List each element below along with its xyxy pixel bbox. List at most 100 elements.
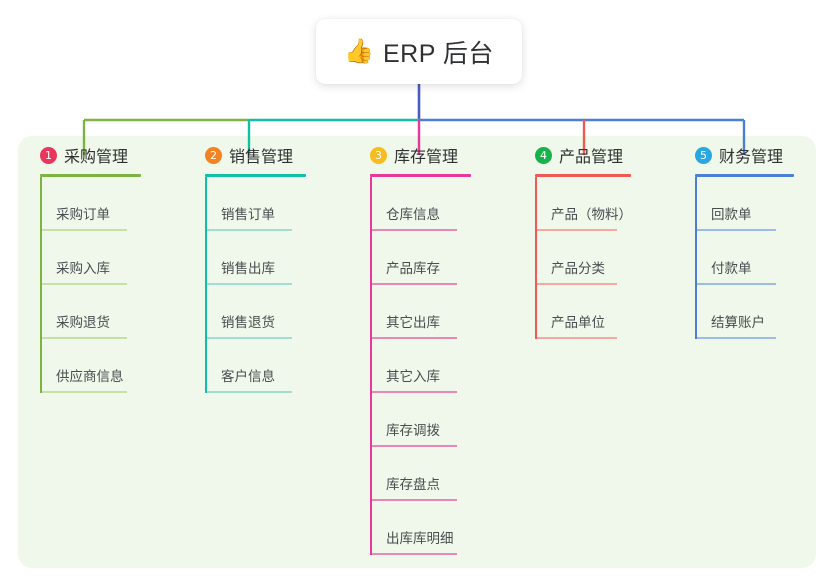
- branch-item-list-5: 回款单付款单结算账户: [695, 177, 816, 339]
- branch-item-rule: [697, 229, 776, 231]
- branch-item-rule: [207, 283, 292, 285]
- branch-header-3[interactable]: 3 库存管理: [348, 136, 513, 174]
- root-node[interactable]: 👍 ERP 后台: [316, 19, 522, 84]
- branch-item-rule: [207, 337, 292, 339]
- branch-badge-1: 1: [40, 146, 57, 164]
- branch-item-rule: [697, 337, 776, 339]
- branch-item-label: 产品分类: [551, 261, 605, 276]
- branch-badge-5: 5: [695, 146, 712, 164]
- branch-header-5[interactable]: 5 财务管理: [673, 136, 816, 174]
- branch-column-5: 5 财务管理回款单付款单结算账户: [673, 136, 816, 568]
- branch-item-label: 采购订单: [56, 207, 110, 222]
- branch-item-label: 销售出库: [221, 261, 275, 276]
- branch-item-label: 库存调拨: [386, 423, 440, 438]
- branch-item-rule: [42, 283, 127, 285]
- branch-header-1[interactable]: 1 采购管理: [18, 136, 183, 174]
- branch-item-rule: [372, 445, 457, 447]
- branch-column-2: 2 销售管理销售订单销售出库销售退货客户信息: [183, 136, 348, 568]
- branch-title-5: 财务管理: [719, 149, 784, 166]
- branch-header-2[interactable]: 2 销售管理: [183, 136, 348, 174]
- branch-title-3: 库存管理: [394, 149, 459, 166]
- branch-badge-3: 3: [370, 146, 387, 164]
- branch-spine-5: [695, 177, 697, 339]
- branch-badge-4: 4: [535, 146, 552, 164]
- branch-item[interactable]: 出库库明细: [370, 501, 513, 555]
- branch-item-label: 结算账户: [711, 315, 765, 330]
- branch-item-rule: [372, 283, 457, 285]
- branch-item[interactable]: 回款单: [695, 177, 816, 231]
- branch-item-label: 销售订单: [221, 207, 275, 222]
- branch-item[interactable]: 产品（物料）: [535, 177, 673, 231]
- branch-item[interactable]: 采购退货: [40, 285, 183, 339]
- root-node-title: ERP 后台: [382, 39, 494, 68]
- branch-column-3: 3 库存管理仓库信息产品库存其它出库其它入库库存调拨库存盘点出库库明细: [348, 136, 513, 568]
- branch-header-rule-3: [370, 174, 471, 177]
- branch-item-label: 付款单: [711, 261, 752, 276]
- branch-item[interactable]: 库存调拨: [370, 393, 513, 447]
- branch-item-label: 采购入库: [56, 261, 110, 276]
- branch-item-rule: [42, 391, 127, 393]
- branch-item[interactable]: 其它入库: [370, 339, 513, 393]
- branch-spine-1: [40, 177, 42, 393]
- branch-item[interactable]: 仓库信息: [370, 177, 513, 231]
- branch-item[interactable]: 销售出库: [205, 231, 348, 285]
- branch-item[interactable]: 供应商信息: [40, 339, 183, 393]
- branch-spine-3: [370, 177, 372, 555]
- branch-item-list-3: 仓库信息产品库存其它出库其它入库库存调拨库存盘点出库库明细: [370, 177, 513, 555]
- branch-title-4: 产品管理: [559, 149, 624, 166]
- branch-columns: 1 采购管理采购订单采购入库采购退货供应商信息 2 销售管理销售订单销售出库销售退货客…: [18, 136, 816, 568]
- branch-item-rule: [697, 283, 776, 285]
- branch-item-rule: [372, 391, 457, 393]
- branch-item-label: 回款单: [711, 207, 752, 222]
- branch-item-list-4: 产品（物料） 产品分类产品单位: [535, 177, 673, 339]
- branch-item-rule: [537, 337, 617, 339]
- branch-item-label: 产品单位: [551, 315, 605, 330]
- branch-item-label: 出库库明细: [386, 531, 454, 546]
- branch-title-1: 采购管理: [64, 149, 129, 166]
- branch-item-rule: [207, 391, 292, 393]
- branch-item-rule: [207, 229, 292, 231]
- branch-item-list-2: 销售订单销售出库销售退货客户信息: [205, 177, 348, 393]
- branch-item-label: 产品（物料）: [551, 207, 632, 222]
- thumbs-up-icon: 👍: [344, 37, 374, 65]
- branch-item-list-1: 采购订单采购入库采购退货供应商信息: [40, 177, 183, 393]
- branch-item[interactable]: 产品分类: [535, 231, 673, 285]
- branch-badge-2: 2: [205, 146, 222, 164]
- branch-item[interactable]: 采购入库: [40, 231, 183, 285]
- branch-item[interactable]: 库存盘点: [370, 447, 513, 501]
- branch-item[interactable]: 销售退货: [205, 285, 348, 339]
- branch-column-1: 1 采购管理采购订单采购入库采购退货供应商信息: [18, 136, 183, 568]
- branch-header-rule-1: [40, 174, 141, 177]
- branch-item[interactable]: 产品单位: [535, 285, 673, 339]
- branch-item-label: 采购退货: [56, 315, 110, 330]
- branch-header-rule-2: [205, 174, 306, 177]
- branch-item-rule: [372, 229, 457, 231]
- branch-header-4[interactable]: 4 产品管理: [513, 136, 673, 174]
- branch-header-rule-4: [535, 174, 631, 177]
- branch-item-rule: [537, 229, 617, 231]
- branch-item[interactable]: 结算账户: [695, 285, 816, 339]
- branch-item[interactable]: 客户信息: [205, 339, 348, 393]
- branch-item-rule: [42, 229, 127, 231]
- branch-item-label: 库存盘点: [386, 477, 440, 492]
- branch-column-4: 4 产品管理产品（物料） 产品分类产品单位: [513, 136, 673, 568]
- branch-item-label: 其它出库: [386, 315, 440, 330]
- branch-item-label: 客户信息: [221, 369, 275, 384]
- branch-title-2: 销售管理: [229, 149, 294, 166]
- branch-item[interactable]: 其它出库: [370, 285, 513, 339]
- branch-item-rule: [372, 499, 457, 501]
- branch-item[interactable]: 销售订单: [205, 177, 348, 231]
- branch-item-rule: [42, 337, 127, 339]
- branch-item-label: 产品库存: [386, 261, 440, 276]
- branch-header-rule-5: [695, 174, 794, 177]
- branch-item-label: 其它入库: [386, 369, 440, 384]
- branch-item[interactable]: 采购订单: [40, 177, 183, 231]
- branch-item-rule: [372, 553, 457, 555]
- branch-item-rule: [537, 283, 617, 285]
- branch-item[interactable]: 付款单: [695, 231, 816, 285]
- branch-item-label: 销售退货: [221, 315, 275, 330]
- branch-item-rule: [372, 337, 457, 339]
- branch-spine-4: [535, 177, 537, 339]
- diagram-panel-background: [18, 136, 816, 568]
- branch-item[interactable]: 产品库存: [370, 231, 513, 285]
